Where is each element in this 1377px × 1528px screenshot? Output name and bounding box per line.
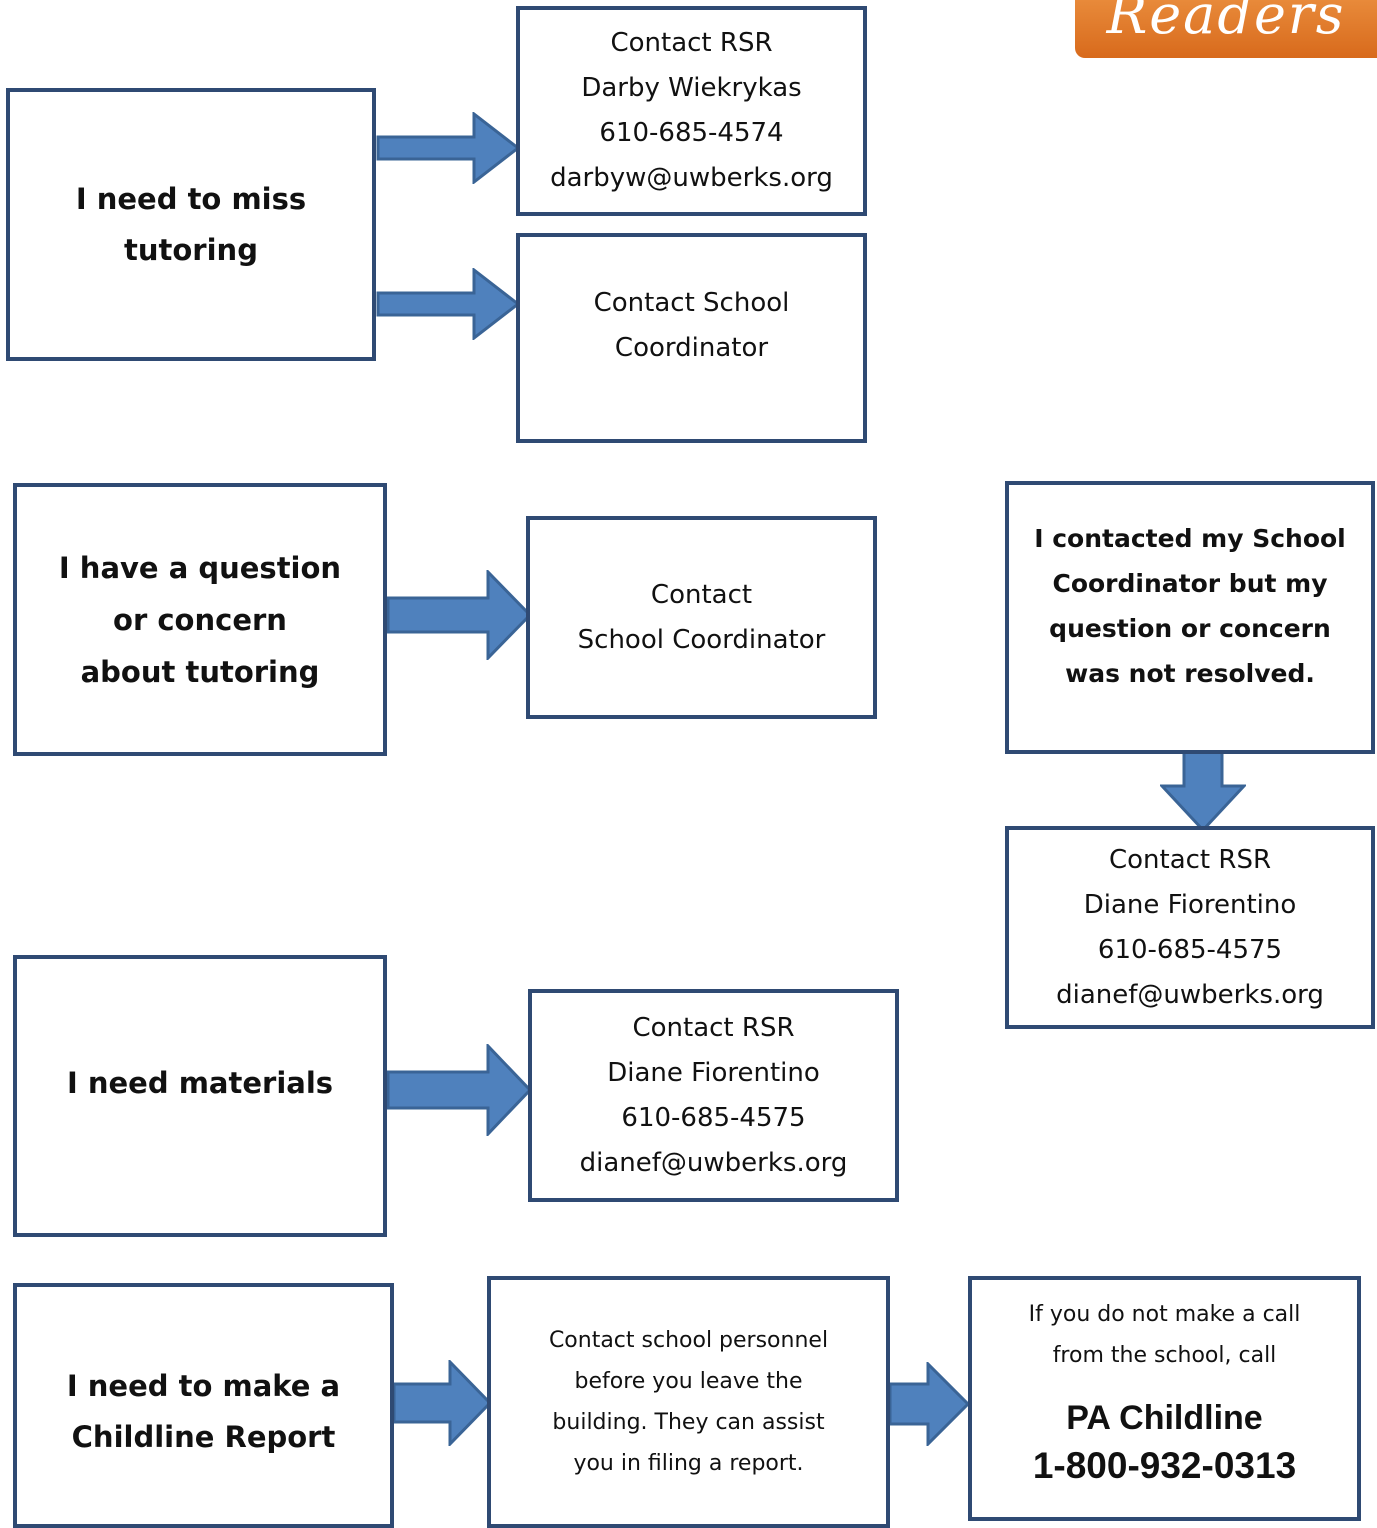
prompt-line: I contacted my School	[1034, 524, 1346, 553]
prompt-question-concern: I have a question or concern about tutor…	[13, 483, 387, 756]
contact-email: dianef@uwberks.org	[1056, 979, 1324, 1010]
childline-hotline-box: If you do not make a call from the schoo…	[968, 1276, 1361, 1521]
contact-label: Contact RSR	[1108, 844, 1272, 875]
arrow-right-icon	[392, 1360, 492, 1446]
contact-line: Contact School	[593, 288, 790, 318]
contact-email: darbyw@uwberks.org	[550, 163, 833, 193]
hotline-name: PA Childline	[1066, 1399, 1263, 1437]
prompt-line: question or concern	[1049, 614, 1331, 643]
info-line: before you leave the	[574, 1369, 803, 1394]
contact-phone: 610-685-4574	[599, 118, 784, 148]
prompt-line: about tutoring	[80, 654, 320, 689]
prompt-need-materials: I need materials	[13, 955, 387, 1237]
contact-school-coordinator: Contact School Coordinator	[516, 233, 867, 443]
prompt-miss-tutoring: I need to miss tutoring	[6, 88, 376, 361]
arrow-right-icon	[386, 570, 532, 660]
prompt-line: was not resolved.	[1065, 659, 1315, 688]
arrow-right-icon	[376, 112, 520, 184]
contact-line: School Coordinator	[577, 624, 826, 655]
prompt-line: I need to make a	[66, 1369, 341, 1403]
info-line: If you do not make a call	[1028, 1302, 1301, 1327]
arrow-down-icon	[1160, 742, 1246, 832]
prompt-line: I need materials	[66, 1066, 334, 1100]
contact-phone: 610-685-4575	[621, 1102, 806, 1133]
prompt-childline-report: I need to make a Childline Report	[13, 1283, 394, 1528]
contact-school-coordinator: Contact School Coordinator	[526, 516, 877, 719]
prompt-line: or concern	[113, 602, 287, 637]
prompt-line: Childline Report	[71, 1420, 336, 1454]
info-line: Contact school personnel	[548, 1328, 829, 1353]
info-line: building. They can assist	[552, 1410, 825, 1435]
contact-line: Coordinator	[614, 333, 769, 363]
contact-name: Diane Fiorentino	[1083, 889, 1297, 920]
contact-line: Contact	[650, 579, 753, 610]
info-line: you in filing a report.	[573, 1451, 804, 1476]
prompt-line: tutoring	[124, 232, 258, 267]
hotline-phone: 1-800-932-0313	[1032, 1445, 1297, 1486]
contact-name: Diane Fiorentino	[607, 1057, 820, 1088]
prompt-not-resolved: I contacted my School Coordinator but my…	[1005, 481, 1375, 754]
logo-text: Readers	[1106, 0, 1346, 46]
prompt-line: Coordinator but my	[1052, 569, 1328, 598]
arrow-right-icon	[386, 1044, 532, 1136]
contact-rsr-darby: Contact RSR Darby Wiekrykas 610-685-4574…	[516, 6, 867, 216]
contact-label: Contact RSR	[610, 28, 773, 58]
contact-label: Contact RSR	[632, 1012, 795, 1043]
contact-school-personnel: Contact school personnel before you leav…	[487, 1276, 890, 1528]
contact-rsr-diane: Contact RSR Diane Fiorentino 610-685-457…	[1005, 826, 1375, 1029]
prompt-line: I need to miss	[75, 181, 307, 216]
contact-name: Darby Wiekrykas	[581, 73, 802, 103]
arrow-right-icon	[376, 268, 520, 340]
readers-logo: Readers	[1075, 0, 1377, 58]
arrow-right-icon	[888, 1362, 970, 1446]
contact-phone: 610-685-4575	[1097, 934, 1283, 965]
contact-rsr-diane: Contact RSR Diane Fiorentino 610-685-457…	[528, 989, 899, 1202]
prompt-line: I have a question	[58, 550, 342, 585]
info-line: from the school, call	[1052, 1343, 1277, 1368]
contact-email: dianef@uwberks.org	[579, 1147, 848, 1178]
